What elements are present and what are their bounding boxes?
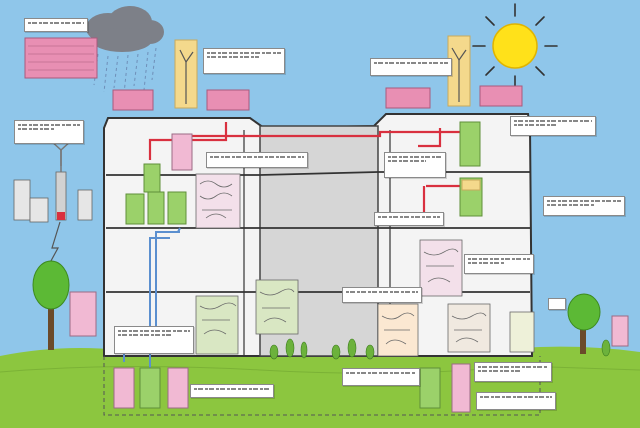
annotation-note	[474, 362, 552, 382]
rain-cloud-icon	[86, 6, 164, 95]
annotation-note	[476, 392, 556, 410]
tree-icon	[32, 260, 70, 350]
wind-turbine-icon	[49, 139, 73, 172]
power-plant-icon	[13, 171, 93, 223]
annotation-note	[342, 287, 422, 303]
annotation-note	[374, 212, 444, 226]
annotation-note	[464, 254, 534, 274]
rain-collector-panel	[24, 37, 98, 79]
annotation-note	[203, 48, 285, 74]
annotation-note	[24, 18, 88, 32]
annotation-note	[370, 58, 452, 76]
annotation-note	[384, 152, 446, 178]
wind-turbine-icon	[174, 35, 471, 109]
annotation-note	[114, 326, 194, 354]
ground	[0, 346, 640, 428]
annotation-note	[510, 116, 596, 136]
water-tank-icon	[69, 121, 629, 413]
tree-icon	[567, 293, 601, 354]
annotation-note	[14, 120, 84, 144]
annotation-note	[342, 368, 420, 386]
annotation-note	[548, 298, 566, 310]
floor-plan-sketch	[195, 173, 535, 357]
solar-panel-icon	[112, 85, 523, 111]
annotation-note	[190, 384, 274, 398]
annotation-note	[543, 196, 625, 216]
sun-icon	[472, 3, 558, 89]
annotation-note	[206, 152, 308, 168]
plant-icon	[269, 338, 611, 360]
